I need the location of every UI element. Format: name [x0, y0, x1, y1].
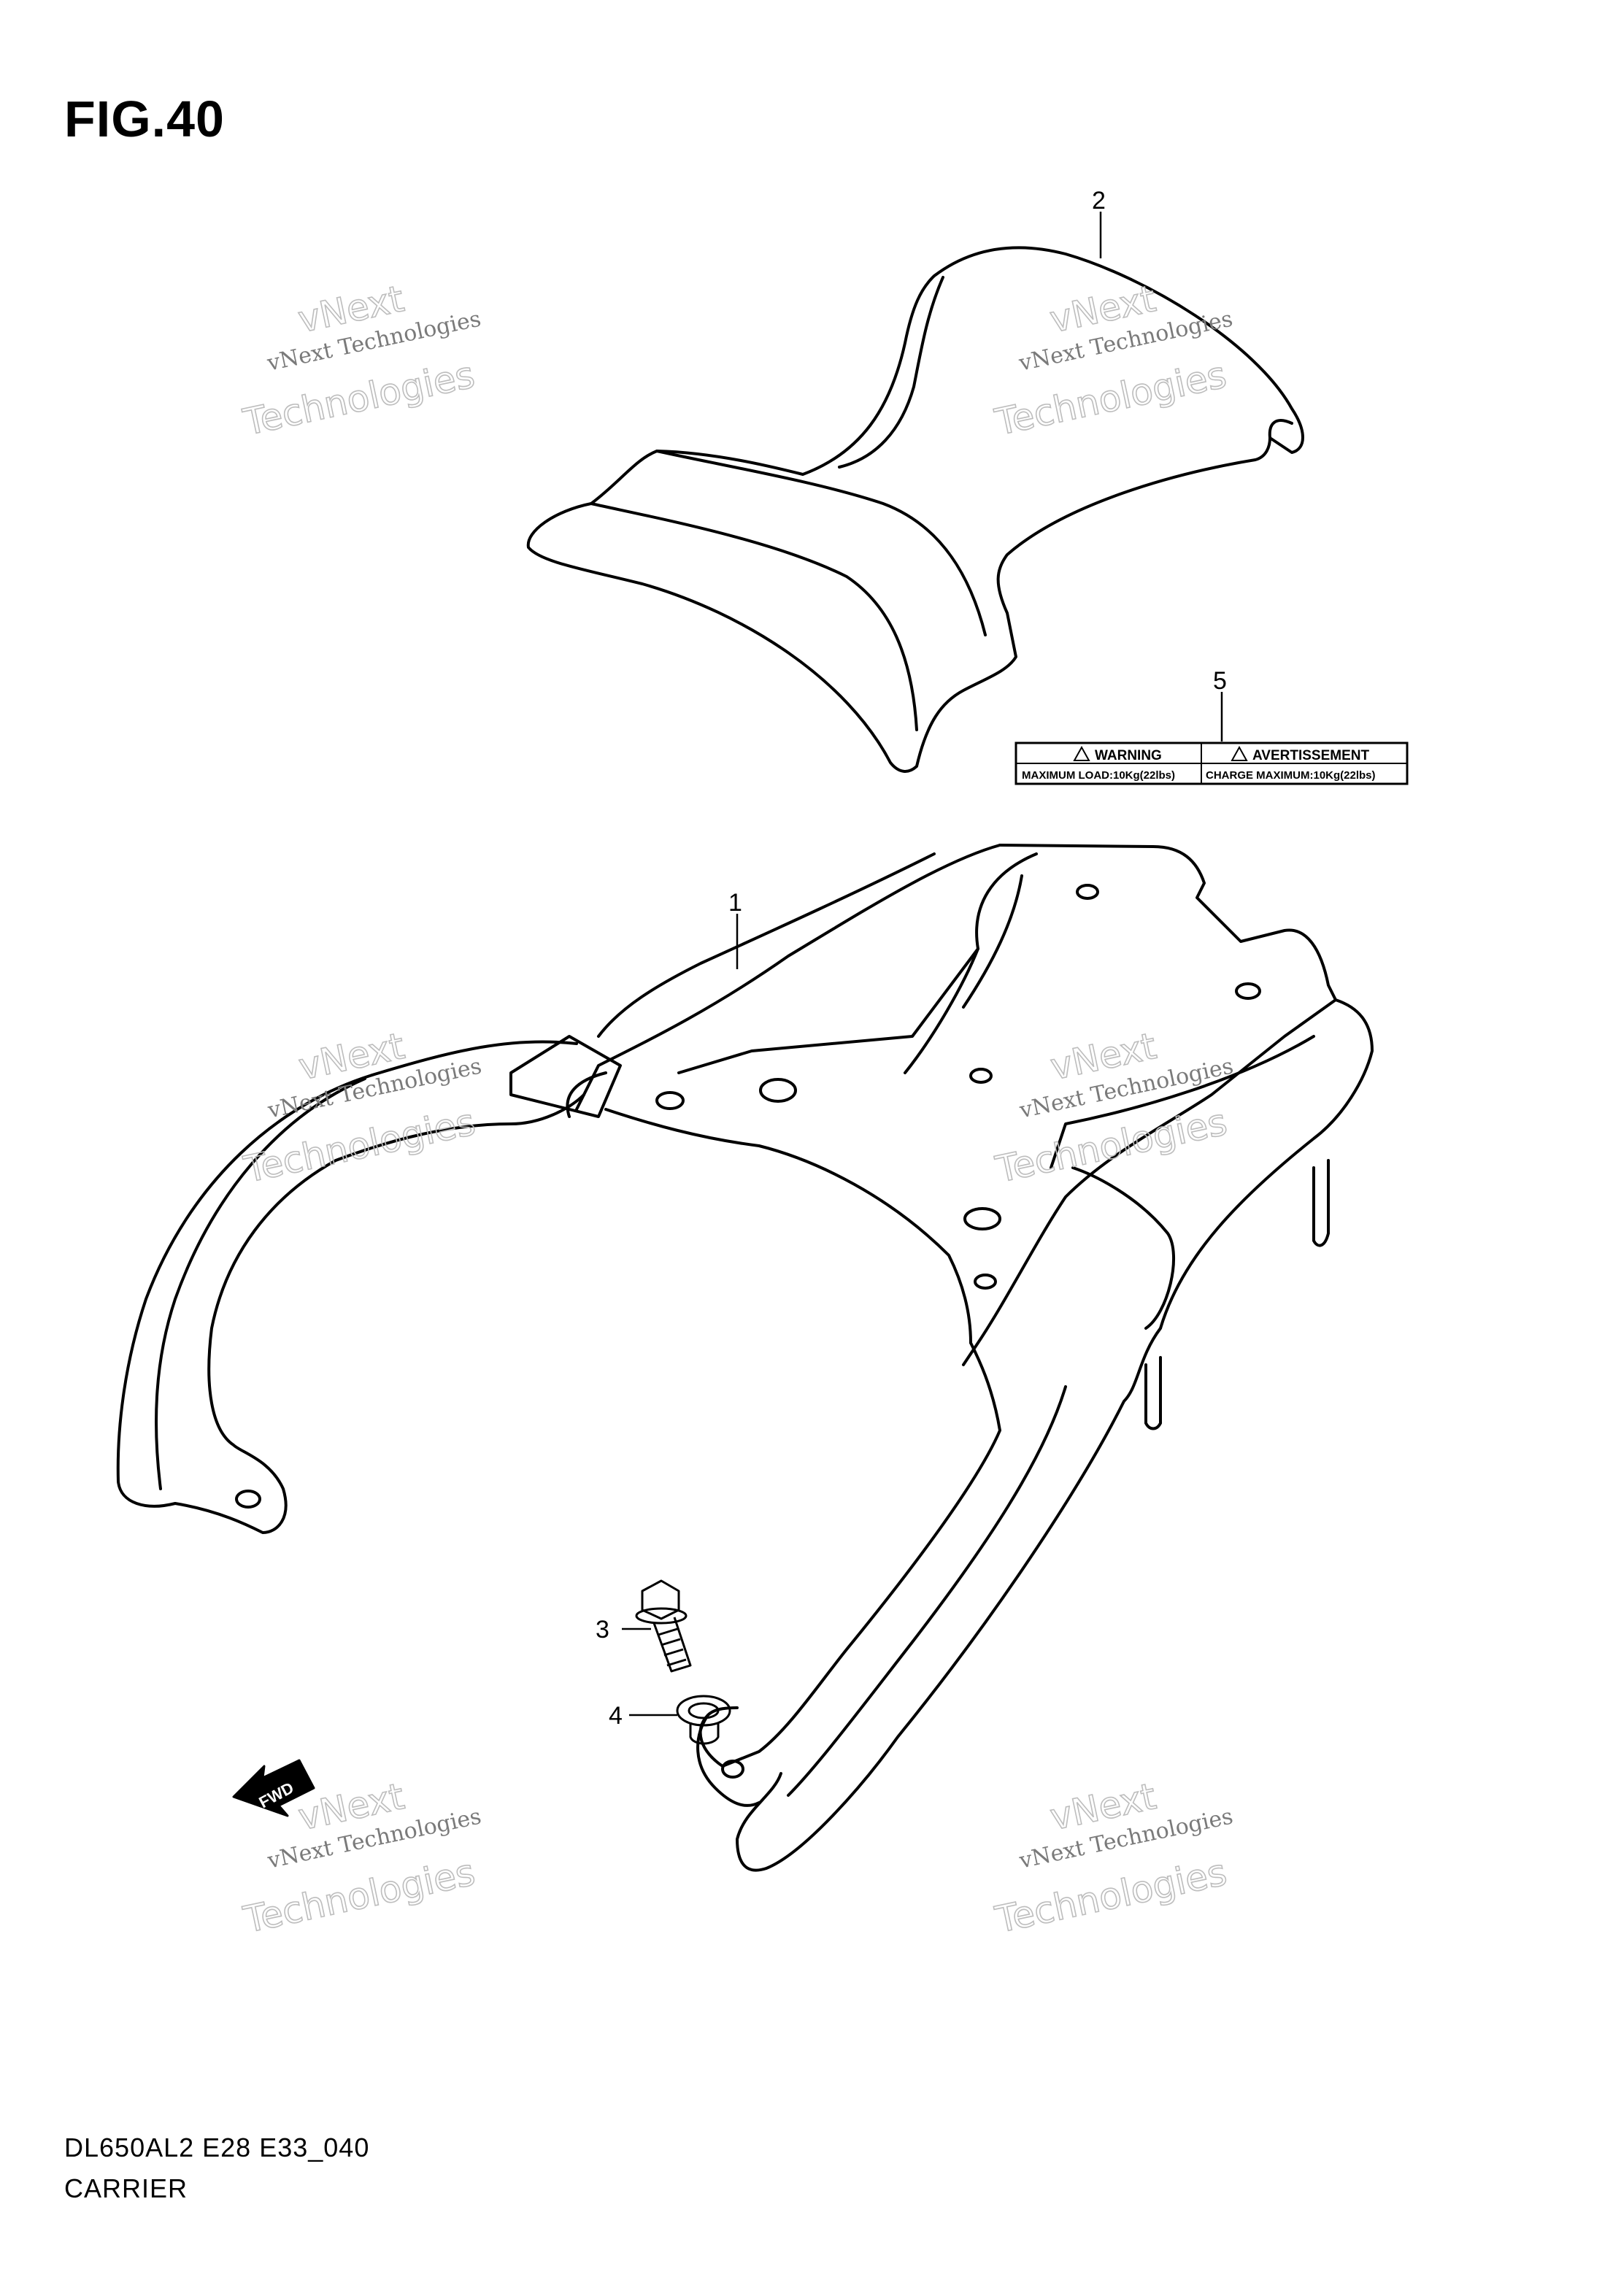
part-5-warning-label[interactable]: WARNING AVERTISSEMENT MAXIMUM LOAD:10Kg(… — [1014, 741, 1409, 785]
diagram-code: DL650AL2 E28 E33_040 — [64, 2133, 370, 2162]
watermark: vNext vNext Technologies Technologies — [991, 1024, 1236, 1191]
part-4-collar[interactable] — [676, 1695, 731, 1745]
warning-label-left-header: WARNING — [1095, 748, 1162, 763]
watermark: vNext vNext Technologies Technologies — [239, 277, 483, 444]
warning-label-left-body: MAXIMUM LOAD:10Kg(22lbs) — [1022, 769, 1175, 782]
part-2-cover[interactable] — [526, 246, 1304, 773]
part-3-bolt[interactable] — [635, 1579, 692, 1673]
callout-3: 3 — [596, 1616, 609, 1644]
watermark: vNext vNext Technologies Technologies — [991, 1774, 1236, 1941]
warning-label-right-header: AVERTISSEMENT — [1252, 748, 1370, 763]
callout-leaders — [622, 212, 1223, 1717]
callout-5: 5 — [1213, 667, 1227, 695]
callout-4: 4 — [609, 1702, 623, 1730]
callout-1: 1 — [728, 889, 742, 917]
diagram-name: CARRIER — [64, 2173, 188, 2203]
warning-label-right-body: CHARGE MAXIMUM:10Kg(22lbs) — [1206, 769, 1376, 782]
callout-2: 2 — [1092, 187, 1106, 215]
warning-triangle-icon — [1073, 745, 1090, 761]
figure-title: FIG.40 — [64, 90, 225, 147]
part-1-carrier[interactable] — [116, 844, 1374, 1872]
watermark: vNext vNext Technologies Technologies — [239, 1024, 484, 1191]
watermark: vNext vNext Technologies Technologies — [990, 277, 1235, 444]
warning-triangle-icon — [1231, 745, 1248, 761]
